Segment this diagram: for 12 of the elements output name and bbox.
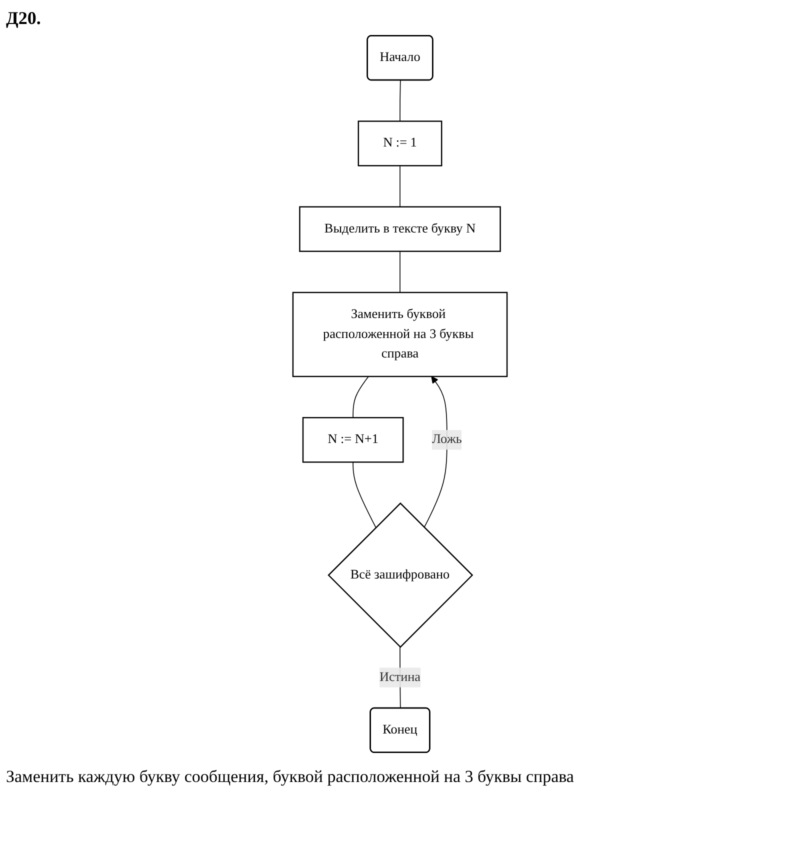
connector — [352, 376, 369, 418]
node-box: Выделить в тексте букву N — [299, 206, 501, 252]
figure-title: Д20. — [6, 8, 42, 29]
connector — [400, 80, 401, 122]
figure-caption: Заменить каждую букву сообщения, буквой расположенной на 3 буквы справа — [6, 767, 575, 787]
node-diamond: Всё зашифровано — [328, 502, 474, 648]
edge-label: Истина — [379, 670, 421, 684]
edge-label: Ложь — [432, 432, 462, 446]
node-box: N := N+1 — [302, 417, 404, 463]
node-box: Заменить буквой расположенной на 3 буквы справа — [292, 292, 508, 378]
connector — [352, 462, 376, 528]
node-box: N := 1 — [358, 120, 442, 166]
